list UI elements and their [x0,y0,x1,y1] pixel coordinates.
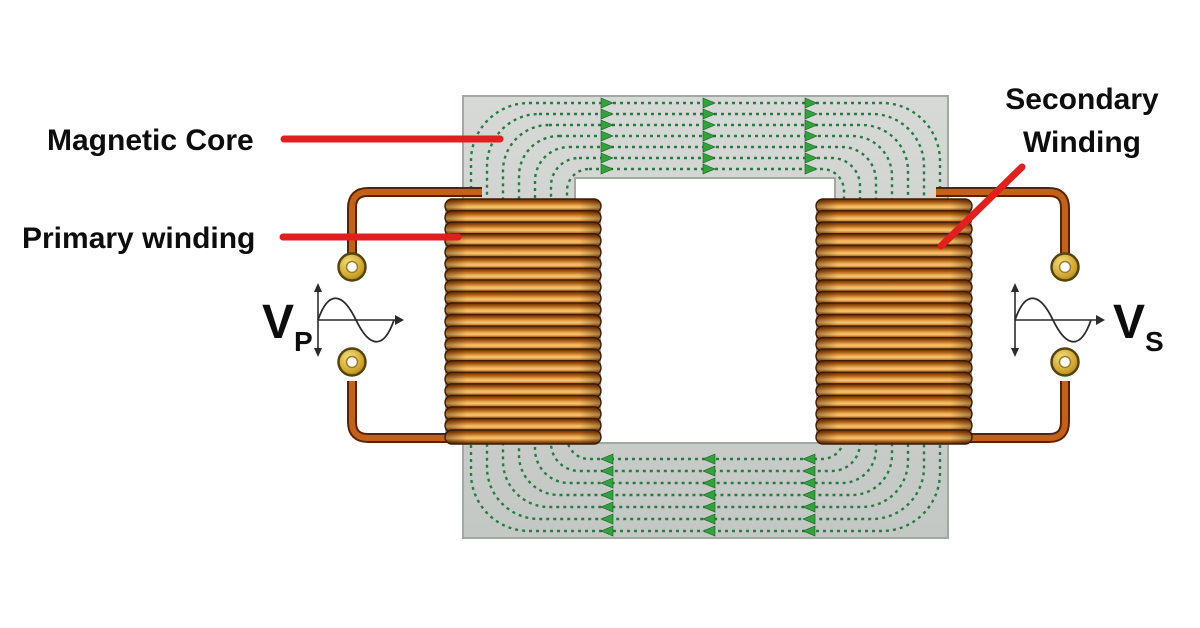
flux-arrow-left [802,453,816,465]
primary-bottom-wire [349,381,482,441]
flux-arrow-left [702,453,716,465]
flux-arrow-left [702,513,716,525]
magnetic-core-label: Magnetic Core [47,124,254,157]
flux-arrow-right [600,163,614,175]
magnetic-flux-arrows [600,97,818,537]
primary-winding-label: Primary winding [22,222,255,255]
primary-bottom-terminal-hole [345,355,359,369]
terminals [337,252,1080,377]
flux-arrow-left [600,489,614,501]
vp-label-sub: P [294,326,313,357]
flux-arrow-right [702,97,716,109]
secondary-winding-label-line1: Secondary [1005,83,1159,116]
primary-top-wire [349,189,482,253]
vp-axis-right-arrow [395,315,404,325]
vp-axis-down-arrow [314,348,322,357]
flux-arrow-left [802,489,816,501]
primary-top-terminal-hole [345,260,359,274]
flux-arrow-left [702,501,716,513]
secondary-wires [936,187,1070,443]
flux-arrow-left [702,489,716,501]
vp-label-main: V [262,296,294,349]
flux-arrow-left [600,477,614,489]
vs-axis-down-arrow [1011,348,1019,357]
vs-axis-right-arrow [1096,315,1105,325]
secondary-winding-leader-line [937,163,1026,250]
flux-arrow-left [802,477,816,489]
secondary-bottom-terminal-hole [1058,355,1072,369]
primary-wires [347,187,482,443]
primary-voltage-waveform [314,283,404,357]
flux-arrow-right [702,108,716,120]
flux-arrow-right [702,152,716,164]
secondary-voltage-waveform [1011,283,1105,357]
secondary-top-wire [936,189,1068,253]
flux-arrow-right [804,152,818,164]
flux-arrow-left [802,525,816,537]
secondary-bottom-wire [936,381,1068,441]
flux-arrow-right [804,119,818,131]
flux-arrow-left [802,465,816,477]
flux-arrow-right [600,97,614,109]
coil-turn [815,429,973,445]
vs-label-sub: S [1145,326,1164,357]
vs-axis-up-arrow [1011,283,1019,292]
flux-arrow-left [600,465,614,477]
flux-arrow-right [804,130,818,142]
vs-label-main: V [1113,296,1145,349]
flux-arrow-left [600,513,614,525]
flux-arrow-left [600,501,614,513]
flux-arrow-left [802,501,816,513]
secondary-top-terminal-hole [1058,260,1072,274]
flux-arrow-left [600,525,614,537]
flux-arrow-right [600,108,614,120]
flux-arrow-left [702,525,716,537]
flux-arrow-right [804,141,818,153]
flux-arrow-left [702,465,716,477]
flux-arrow-left [802,513,816,525]
secondary-winding-label-line2: Winding [1023,126,1141,159]
flux-arrow-right [804,163,818,175]
flux-loop [565,167,846,461]
flux-arrow-left [702,477,716,489]
vs-label: VS [1113,296,1164,357]
flux-arrow-right [600,130,614,142]
flux-arrow-right [702,119,716,131]
flux-arrow-right [600,141,614,153]
primary-winding-coil [444,198,602,445]
vp-sine-wave [317,297,395,343]
vp-label: VP [262,296,313,357]
flux-arrow-right [804,108,818,120]
flux-arrow-right [804,97,818,109]
coil-turn [444,429,602,445]
flux-arrow-right [702,141,716,153]
vp-axis-up-arrow [314,283,322,292]
flux-arrow-right [600,152,614,164]
flux-arrow-right [600,119,614,131]
flux-arrow-right [702,163,716,175]
vs-sine-wave [1014,297,1092,343]
flux-arrow-left [600,453,614,465]
flux-arrow-right [702,130,716,142]
